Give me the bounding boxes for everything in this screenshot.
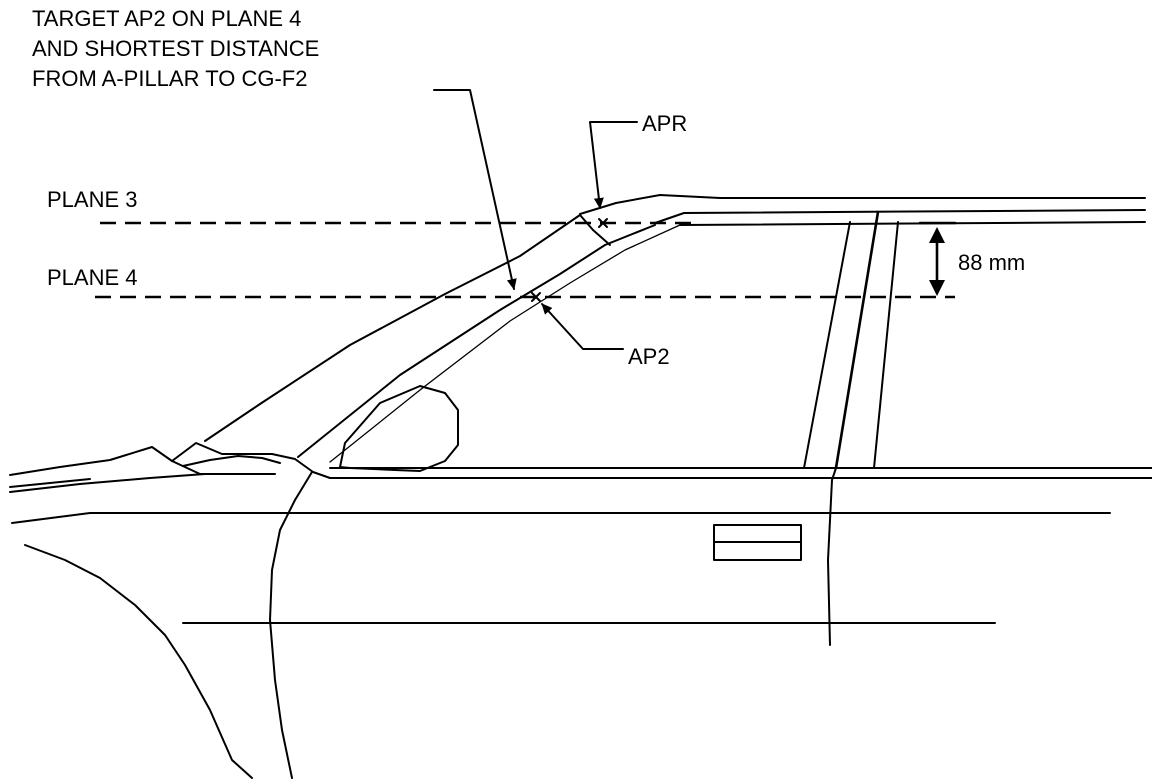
door-front-edge (269, 471, 313, 779)
apr-leader-line (589, 121, 638, 209)
target-label-line-2: AND SHORTEST DISTANCE (32, 36, 319, 61)
cowl-panel-inner (182, 455, 281, 467)
dimension-label: 88 mm (958, 250, 1025, 275)
roof-outer-line (579, 194, 1146, 215)
b-pillar-front (803, 221, 851, 469)
plane-3-label: PLANE 3 (47, 187, 138, 212)
side-mirror (339, 385, 459, 472)
target-label-line-1: TARGET AP2 ON PLANE 4 (32, 6, 301, 31)
wheel-arch (24, 544, 253, 779)
dimension-arrowhead-top (929, 227, 945, 243)
roof-inner-line (679, 221, 1146, 226)
a-pillar-outer-line (204, 214, 581, 442)
target-leader-line (433, 89, 517, 290)
b-pillar-center (834, 210, 880, 470)
apr-target-marker (598, 218, 608, 228)
ap2-label: AP2 (628, 344, 670, 369)
apr-label: APR (642, 111, 687, 136)
ap2-leader-line (541, 303, 624, 350)
ap2-target-marker (531, 292, 541, 302)
door-handle (713, 524, 802, 561)
a-pillar-window-line (329, 224, 681, 463)
a-pillar-inner-line (297, 224, 656, 458)
hood-upper-line (9, 446, 276, 476)
roof-middle-line (654, 209, 1146, 224)
target-label-line-3: FROM A-PILLAR TO CG-F2 (32, 66, 307, 91)
hood-lower-line (9, 473, 206, 493)
fender-top-line (11, 512, 1111, 524)
door-rear-edge (827, 467, 837, 646)
hood-edge-line (9, 478, 91, 488)
a-pillar-trim-edge (579, 214, 611, 246)
b-pillar-rear (873, 221, 899, 469)
dimension-arrowhead-bottom (929, 280, 945, 296)
plane-4-label: PLANE 4 (47, 265, 138, 290)
